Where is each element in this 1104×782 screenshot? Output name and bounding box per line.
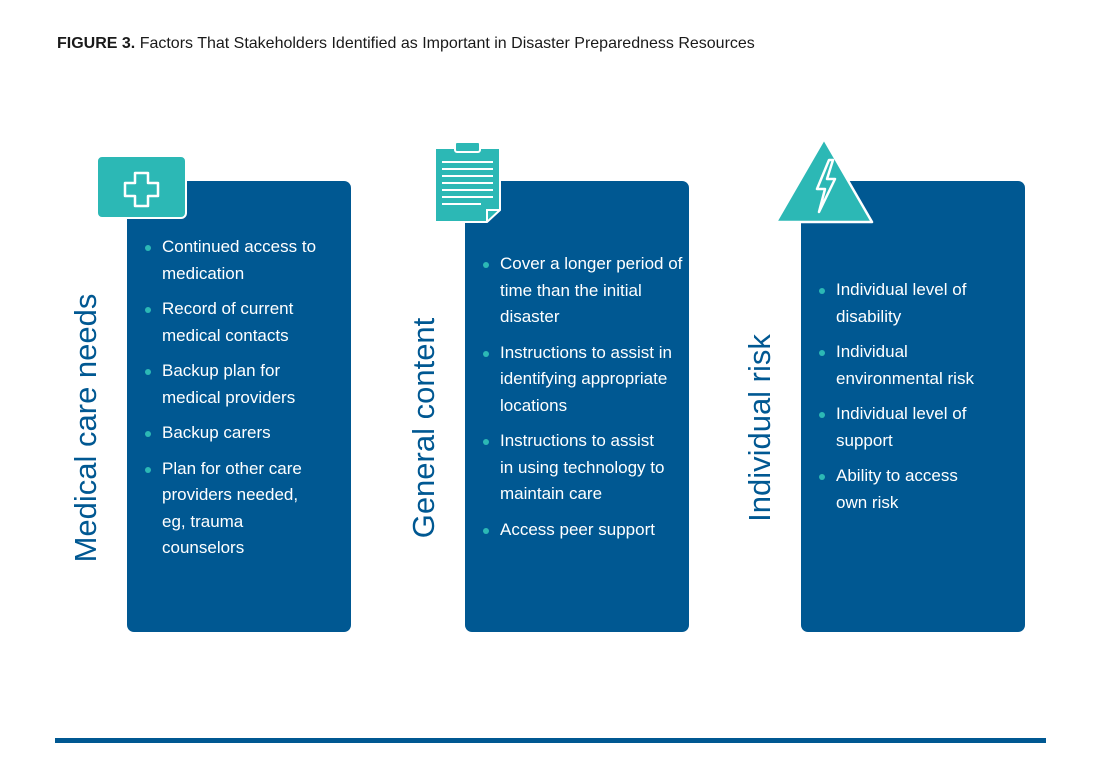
list-item: Individual environmental risk bbox=[817, 339, 1011, 392]
individual-risk-panel: Individual level of disability Individua… bbox=[801, 181, 1025, 632]
medical-care-heading: Medical care needs bbox=[68, 293, 103, 563]
bottom-rule bbox=[55, 738, 1046, 743]
list-item: Backup carers bbox=[143, 420, 327, 447]
list-item: Instructions to assist in using technolo… bbox=[481, 428, 670, 508]
medical-care-list: Continued access to medication Record of… bbox=[143, 234, 343, 571]
warning-lightning-icon bbox=[774, 137, 874, 224]
general-content-list: Cover a longer period of time than the i… bbox=[481, 251, 682, 552]
list-item: Backup plan for medical providers bbox=[143, 358, 327, 411]
medical-cross-icon bbox=[96, 155, 187, 219]
figure-label: FIGURE 3. bbox=[57, 35, 136, 52]
general-content-heading: General content bbox=[406, 317, 441, 539]
list-item: Record of current medical contacts bbox=[143, 296, 327, 349]
list-item: Instructions to assist in identifying ap… bbox=[481, 340, 685, 420]
clipboard-document-icon bbox=[434, 141, 501, 223]
individual-risk-heading: Individual risk bbox=[742, 334, 777, 522]
figure-title-text: Factors That Stakeholders Identified as … bbox=[139, 35, 755, 52]
individual-risk-list: Individual level of disability Individua… bbox=[817, 277, 1017, 525]
list-item: Access peer support bbox=[481, 517, 690, 544]
list-item: Individual level of disability bbox=[817, 277, 976, 330]
list-item: Continued access to medication bbox=[143, 234, 327, 287]
general-content-panel: Cover a longer period of time than the i… bbox=[465, 181, 689, 632]
list-item: Individual level of support bbox=[817, 401, 976, 454]
figure-title: FIGURE 3. Factors That Stakeholders Iden… bbox=[57, 33, 755, 55]
list-item: Plan for other care providers needed, eg… bbox=[143, 456, 324, 562]
list-item: Ability to access own risk bbox=[817, 463, 986, 516]
list-item: Cover a longer period of time than the i… bbox=[481, 251, 685, 331]
medical-care-panel: Continued access to medication Record of… bbox=[127, 181, 351, 632]
